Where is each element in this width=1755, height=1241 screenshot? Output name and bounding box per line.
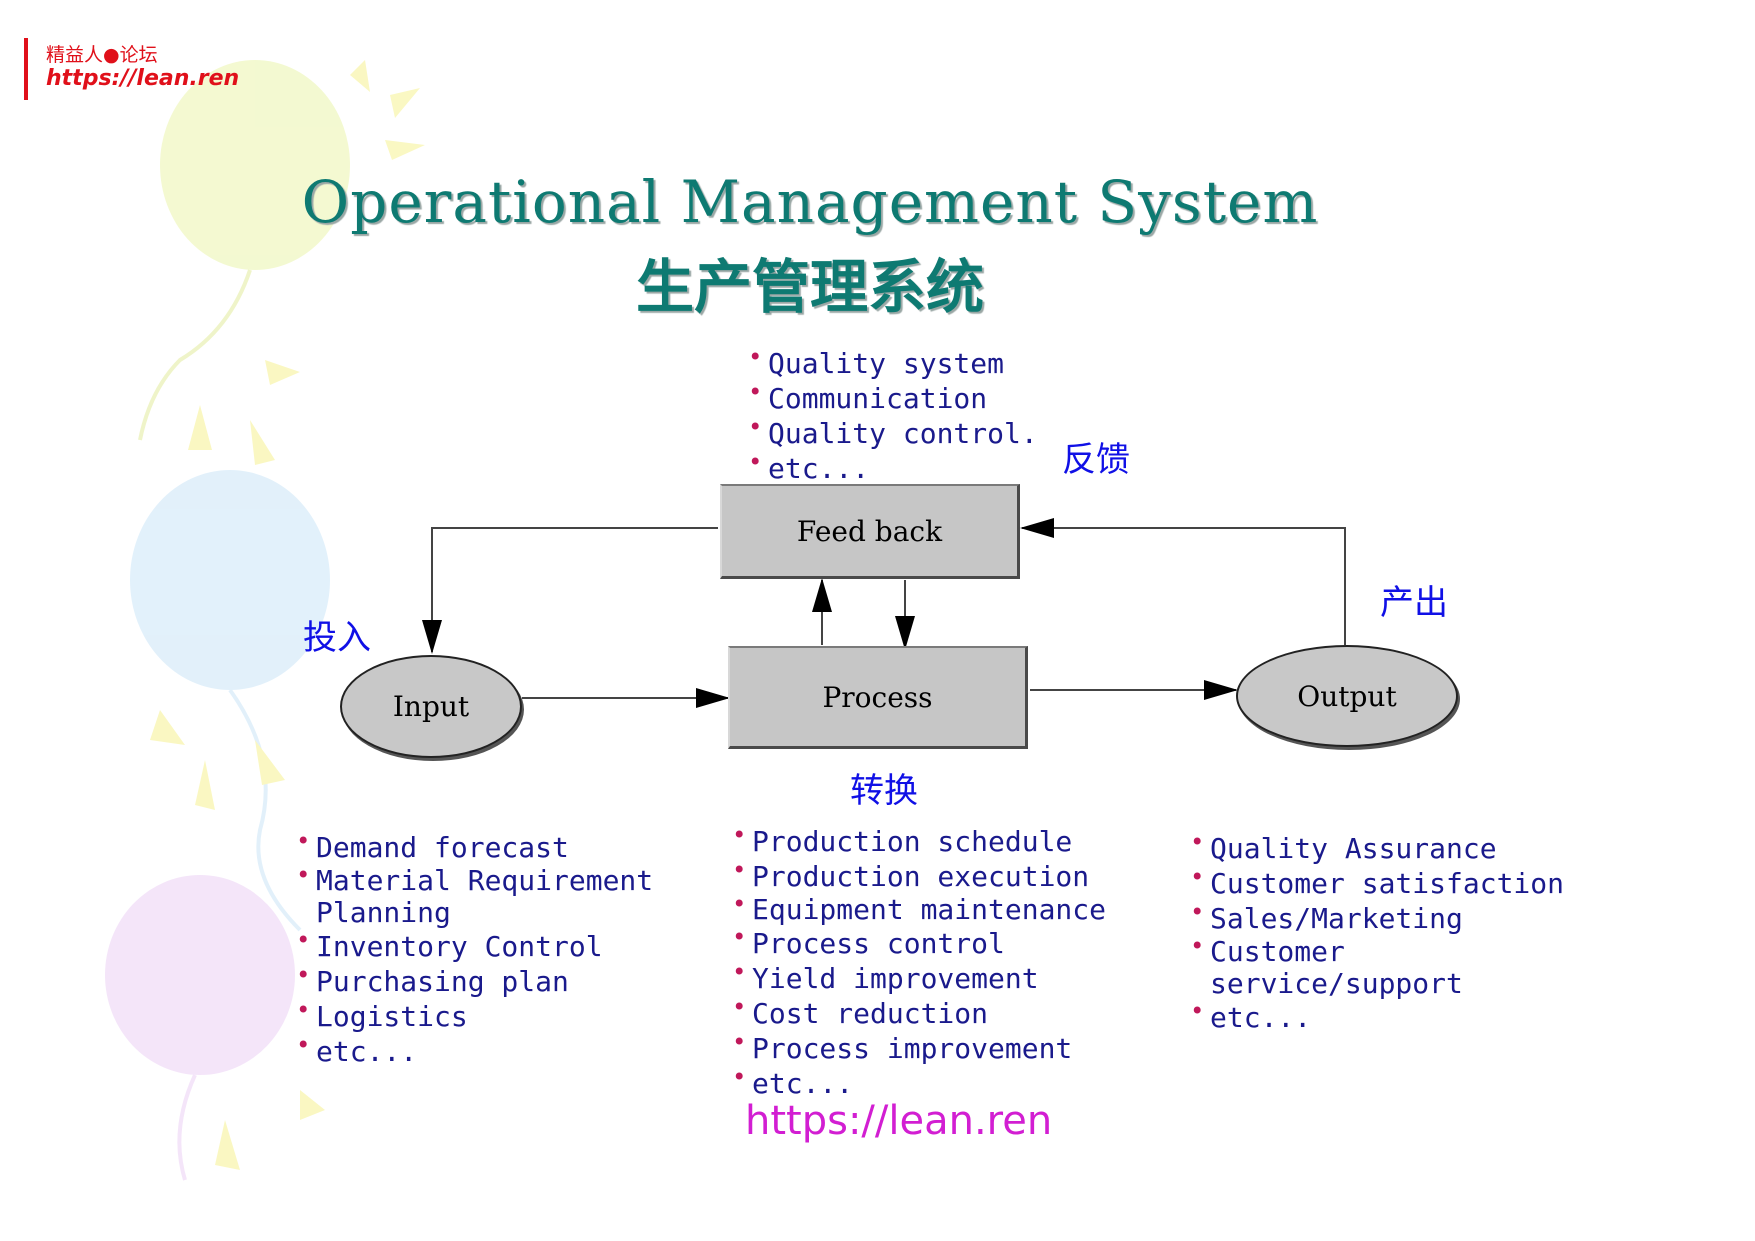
feedback-box: Feed back: [720, 484, 1020, 579]
logo-url[interactable]: https://lean.ren: [46, 66, 240, 91]
list-item: Quality system: [748, 340, 1038, 381]
list-item: Customer service/support: [1190, 930, 1500, 1000]
logo-cn-text: 精益人●论坛: [46, 44, 158, 66]
input-oval: Input: [340, 655, 522, 758]
feedback-box-label: Feed back: [796, 514, 943, 548]
list-item: Material Requirement Planning: [296, 859, 676, 929]
input-list: Demand forecast Material Requirement Pla…: [296, 824, 676, 1069]
list-item: Process control: [732, 920, 1112, 961]
output-oval-label: Output: [1297, 679, 1397, 713]
watermark-url[interactable]: https://lean.ren: [745, 1098, 1053, 1144]
page-title-cn: 生产管理系统: [635, 253, 984, 321]
list-item: etc...: [748, 445, 1038, 486]
list-item: etc...: [1190, 994, 1580, 1035]
list-item: Process improvement: [732, 1025, 1112, 1066]
input-cn-label: 投入: [303, 618, 371, 658]
process-box: Process: [728, 646, 1028, 749]
list-item: Cost reduction: [732, 990, 1112, 1031]
list-item: Quality Assurance: [1190, 825, 1580, 866]
process-list: Production schedule Production execution…: [732, 818, 1112, 1101]
list-item: Purchasing plan: [296, 958, 676, 999]
list-item: Inventory Control: [296, 923, 676, 964]
list-item: etc...: [732, 1060, 1112, 1101]
list-item: Production execution: [732, 853, 1112, 894]
list-item: Equipment maintenance: [732, 888, 1112, 926]
list-item: Sales/Marketing: [1190, 895, 1580, 936]
list-item: Logistics: [296, 993, 676, 1034]
feedback-list: Quality system Communication Quality con…: [748, 340, 1038, 486]
list-item: Customer satisfaction: [1190, 860, 1580, 901]
output-list: Quality Assurance Customer satisfaction …: [1190, 825, 1580, 1035]
input-oval-label: Input: [392, 690, 470, 723]
output-cn-label: 产出: [1380, 583, 1448, 623]
list-item: Demand forecast: [296, 824, 676, 865]
list-item: Quality control.: [748, 410, 1038, 451]
page-title-en: Operational Management System: [301, 168, 1319, 236]
output-oval: Output: [1236, 645, 1458, 747]
list-item: etc...: [296, 1028, 676, 1069]
list-item: Communication: [748, 375, 1038, 416]
process-cn-label: 转换: [850, 771, 918, 811]
logo-accent-bar: [24, 38, 28, 100]
list-item: Production schedule: [732, 818, 1112, 859]
feedback-cn-label: 反馈: [1062, 440, 1130, 480]
process-box-label: Process: [822, 680, 933, 714]
list-item: Yield improvement: [732, 955, 1112, 996]
